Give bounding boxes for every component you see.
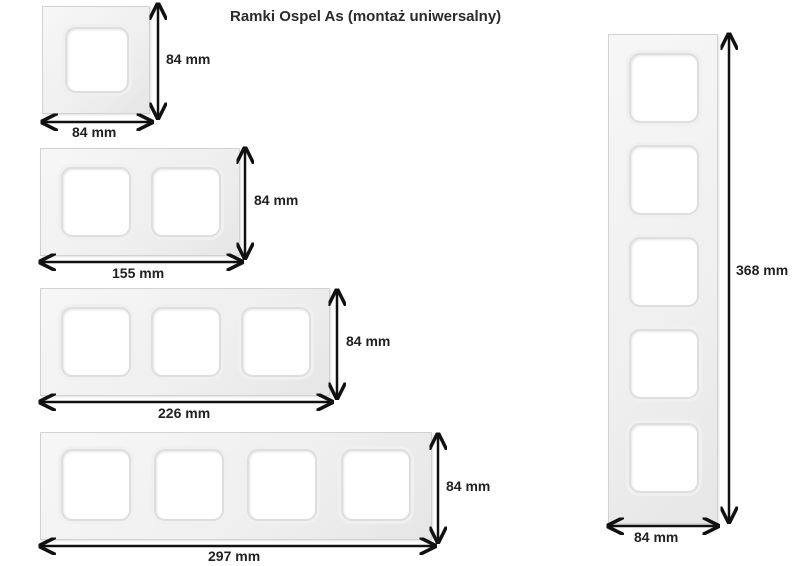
frame-slot <box>61 307 131 377</box>
frame-slot <box>151 167 221 237</box>
frame-slot <box>241 307 311 377</box>
frame-slot <box>629 145 699 215</box>
frame-slot <box>629 423 699 493</box>
frame-slot <box>629 237 699 307</box>
frame-slot <box>629 53 699 123</box>
width-label: 84 mm <box>634 529 679 545</box>
height-label: 84 mm <box>166 51 211 67</box>
height-label: 84 mm <box>346 333 391 349</box>
frame-quintuple-vertical <box>608 34 718 524</box>
frame-slot <box>629 329 699 399</box>
frame-slot <box>341 449 411 521</box>
width-label: 155 mm <box>112 265 165 281</box>
frame-slot <box>65 27 129 93</box>
height-label: 84 mm <box>446 478 491 494</box>
frame-slot <box>61 167 131 237</box>
width-label: 297 mm <box>208 548 261 564</box>
width-label: 226 mm <box>158 405 211 421</box>
height-label: 368 mm <box>736 262 789 278</box>
frame-quadruple <box>40 432 432 540</box>
frame-slot <box>154 449 224 521</box>
frame-slot <box>61 449 131 521</box>
frame-slot <box>151 307 221 377</box>
width-label: 84 mm <box>72 124 117 140</box>
frame-triple <box>40 288 330 396</box>
frame-slot <box>247 449 317 521</box>
height-label: 84 mm <box>254 192 299 208</box>
page-title: Ramki Ospel As (montaż uniwersalny) <box>230 8 502 25</box>
